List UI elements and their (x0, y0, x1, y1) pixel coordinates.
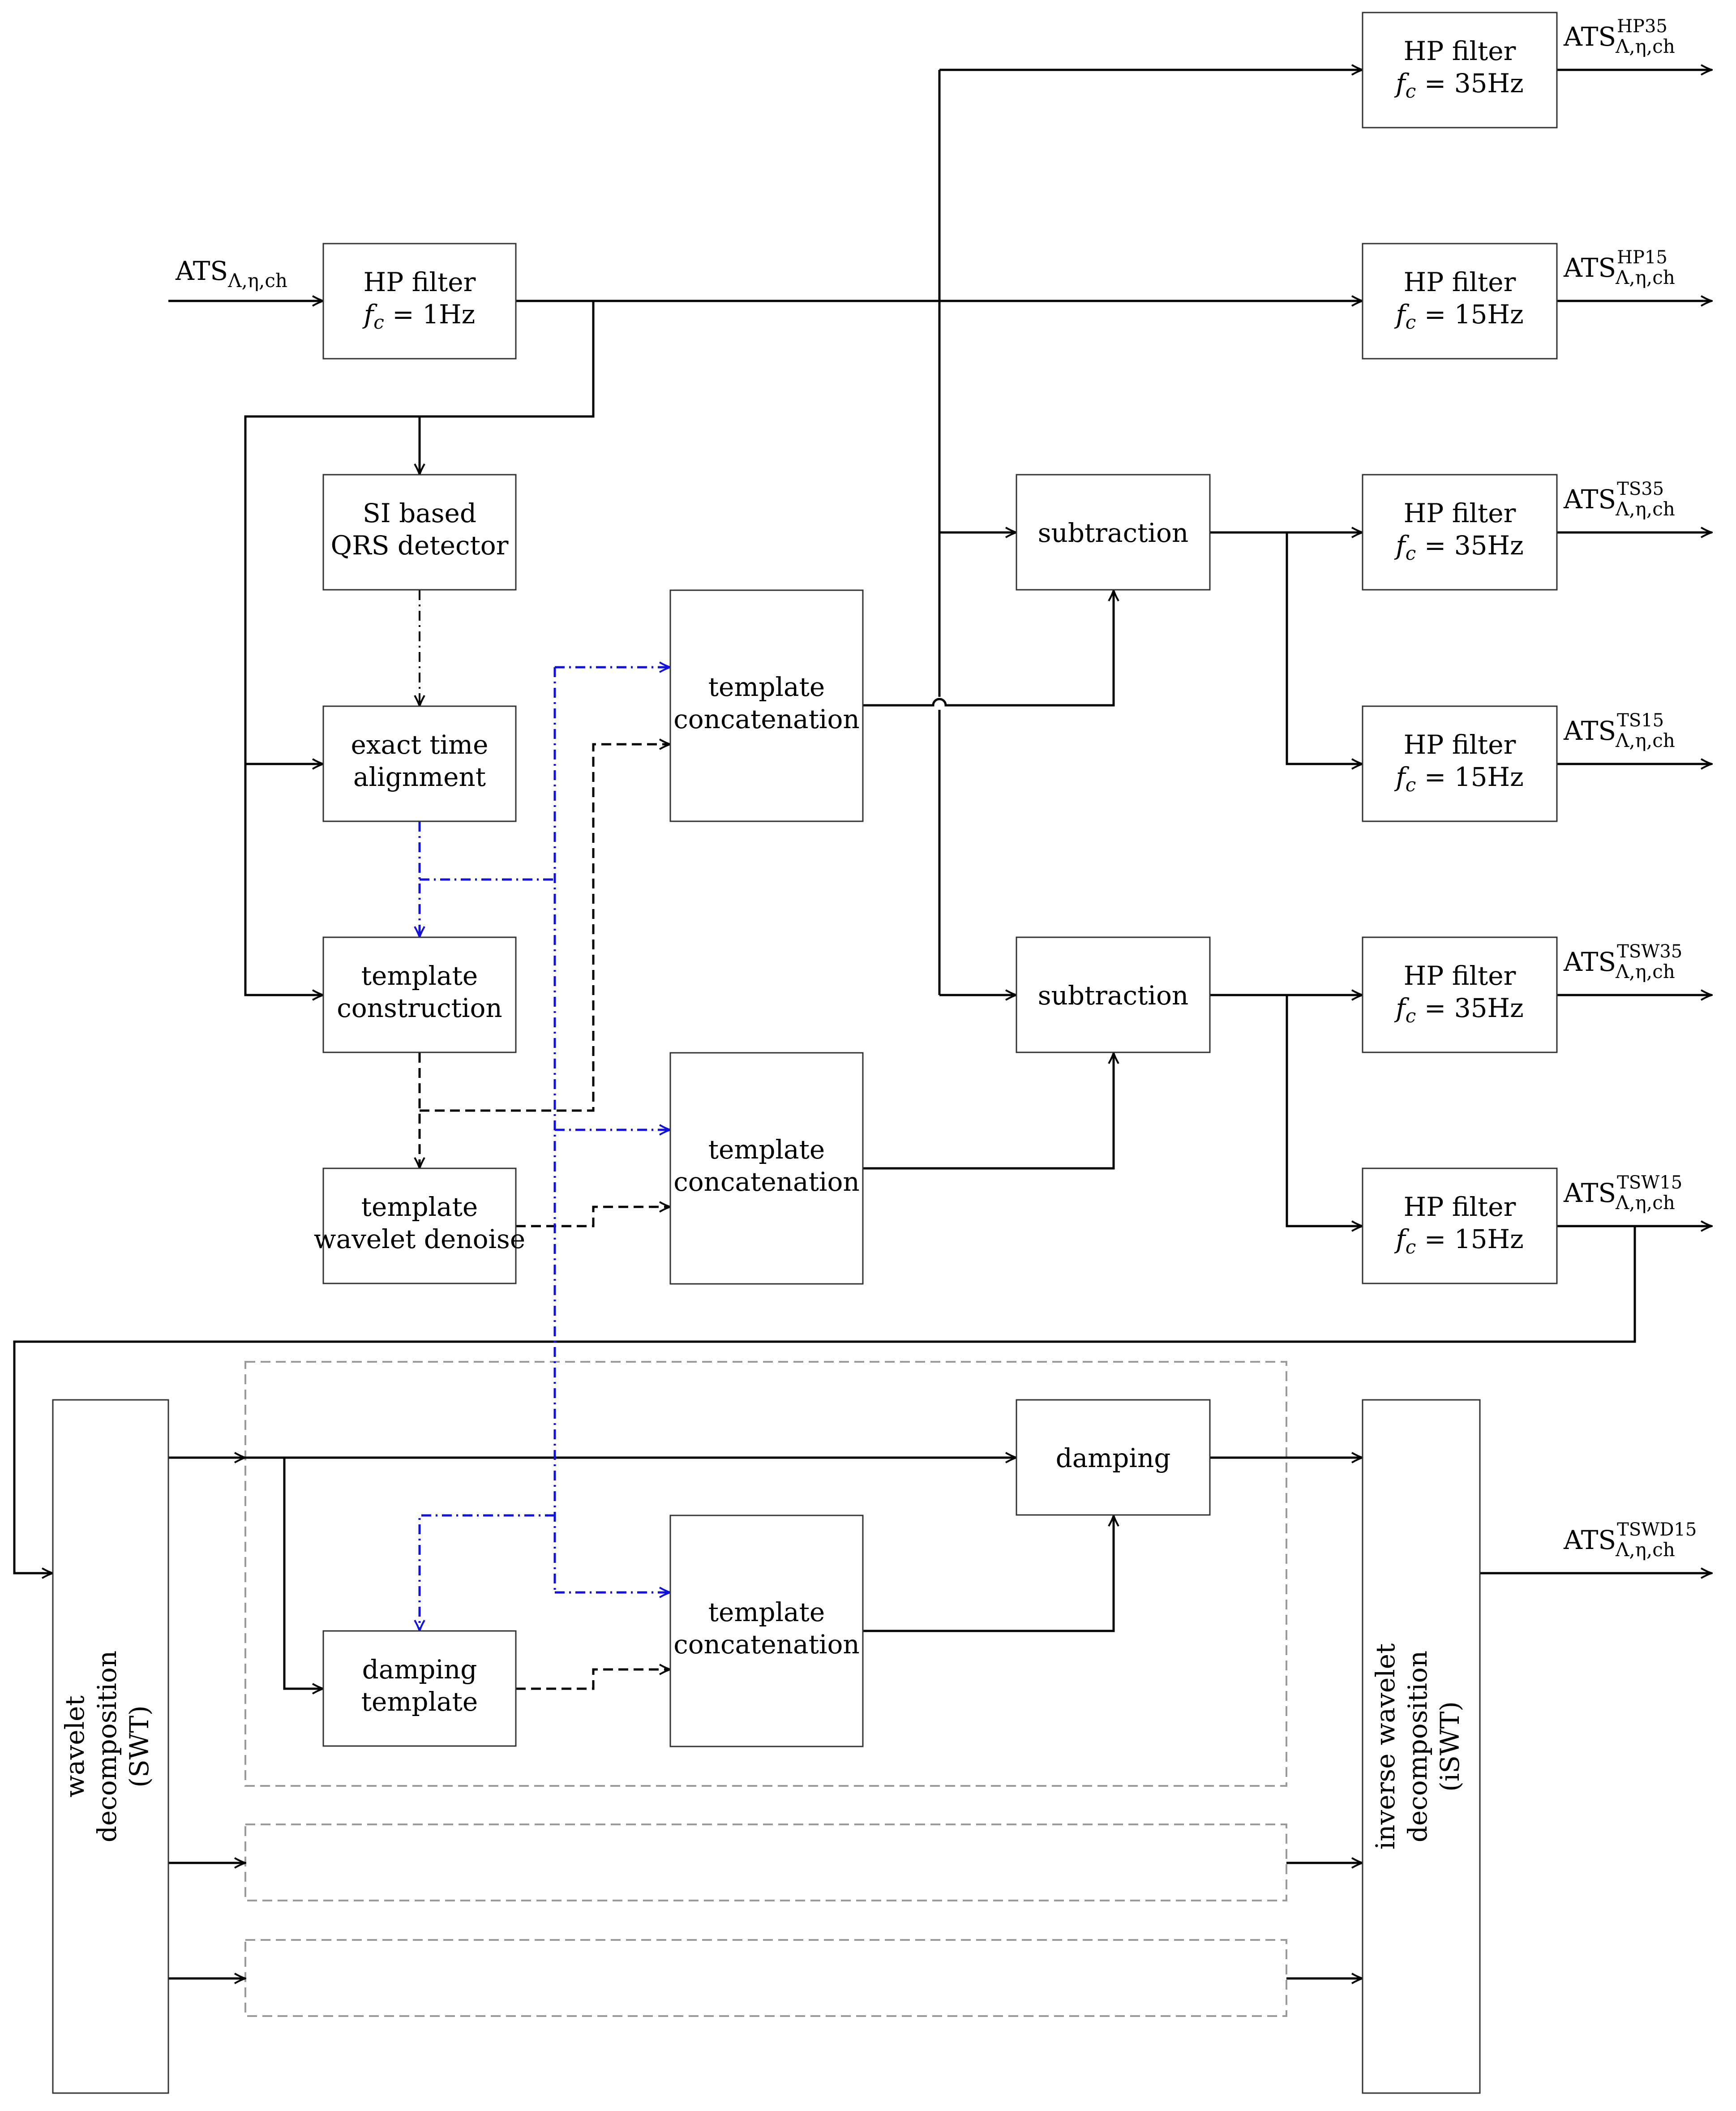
block-line-2: decomposition (1402, 1651, 1433, 1842)
block-line-1: template (361, 961, 478, 991)
inverse-wavelet-decomposition-block: inverse wavelet decomposition (iSWT) (1362, 1399, 1481, 2094)
level-group-box-3 (244, 1939, 1287, 2017)
wavelet-decomposition-block: wavelet decomposition (SWT) (52, 1399, 169, 2094)
template-construction-block: template construction (322, 936, 517, 1053)
block-line-1: template (361, 1192, 478, 1222)
block-line-2: decomposition (92, 1651, 122, 1842)
block-line-1: inverse wavelet (1370, 1643, 1401, 1850)
block-line-1: SI based (363, 498, 476, 528)
block-title: HP filter (1404, 961, 1516, 991)
block-line-2: QRS detector (331, 530, 509, 561)
block-cutoff: fc = 15Hz (1394, 299, 1523, 333)
level-group-box-1 (244, 1361, 1287, 1787)
hp-filter-15hz-block-3: HP filter fc = 15Hz (1362, 1167, 1558, 1284)
block-cutoff: fc = 35Hz (1394, 68, 1523, 102)
template-denoise-block: template wavelet denoise (314, 1167, 525, 1284)
block-line-3: (iSWT) (1435, 1701, 1465, 1792)
damping-block: damping (1016, 1399, 1211, 1516)
block-label: subtraction (1038, 980, 1188, 1011)
template-concatenation-block-2: template concatenation (669, 1052, 864, 1285)
level-group-box-2 (244, 1824, 1287, 1901)
block-cutoff: fc = 15Hz (1394, 762, 1523, 796)
qrs-detector-block: SI based QRS detector (322, 474, 517, 591)
hp-filter-1hz-block: HP filter fc = 1Hz (322, 243, 517, 360)
template-concatenation-block-1: template concatenation (669, 589, 864, 822)
hp-filter-15hz-block-2: HP filter fc = 15Hz (1362, 705, 1558, 822)
hp-filter-35hz-block-1: HP filter fc = 35Hz (1362, 12, 1558, 129)
damping-template-block: damping template (322, 1630, 517, 1747)
subtraction-block-2: subtraction (1016, 936, 1211, 1053)
block-title: HP filter (1404, 36, 1516, 66)
subtraction-block-1: subtraction (1016, 474, 1211, 591)
block-label: damping (1056, 1443, 1171, 1473)
block-line-1: wavelet (60, 1695, 90, 1798)
block-line-1: template (708, 1597, 825, 1627)
block-title: HP filter (1404, 1192, 1516, 1222)
solid-connections (13, 70, 1712, 1978)
block-line-2: template (361, 1686, 478, 1717)
block-label: subtraction (1038, 518, 1188, 548)
block-line-1: damping (362, 1654, 477, 1685)
block-line-1: template (708, 672, 825, 702)
block-line-2: construction (337, 993, 502, 1023)
block-line-2: wavelet denoise (314, 1224, 525, 1254)
block-title: HP filter (1404, 267, 1516, 297)
block-line-2: concatenation (673, 704, 860, 734)
time-alignment-block: exact time alignment (322, 705, 517, 822)
block-line-2: concatenation (673, 1629, 860, 1660)
block-title: HP filter (1404, 498, 1516, 528)
block-cutoff: fc = 35Hz (1394, 993, 1523, 1027)
block-line-1: template (708, 1134, 825, 1165)
block-cutoff: fc = 1Hz (362, 299, 476, 333)
hp-filter-15hz-block-1: HP filter fc = 15Hz (1362, 243, 1558, 360)
hp-filter-35hz-block-3: HP filter fc = 35Hz (1362, 936, 1558, 1053)
block-line-2: concatenation (673, 1167, 860, 1197)
block-line-2: alignment (353, 762, 486, 792)
hp-filter-35hz-block-2: HP filter fc = 35Hz (1362, 474, 1558, 591)
template-concatenation-block-3: template concatenation (669, 1515, 864, 1747)
block-cutoff: fc = 15Hz (1394, 1224, 1523, 1258)
input-signal-label: ATSΛ,η,ch (175, 256, 287, 292)
block-cutoff: fc = 35Hz (1394, 530, 1523, 564)
blue-template-paths (420, 667, 670, 1631)
block-title: HP filter (364, 267, 476, 297)
block-line-3: (SWT) (124, 1705, 154, 1787)
block-title: HP filter (1404, 729, 1516, 760)
block-line-1: exact time (351, 729, 488, 760)
